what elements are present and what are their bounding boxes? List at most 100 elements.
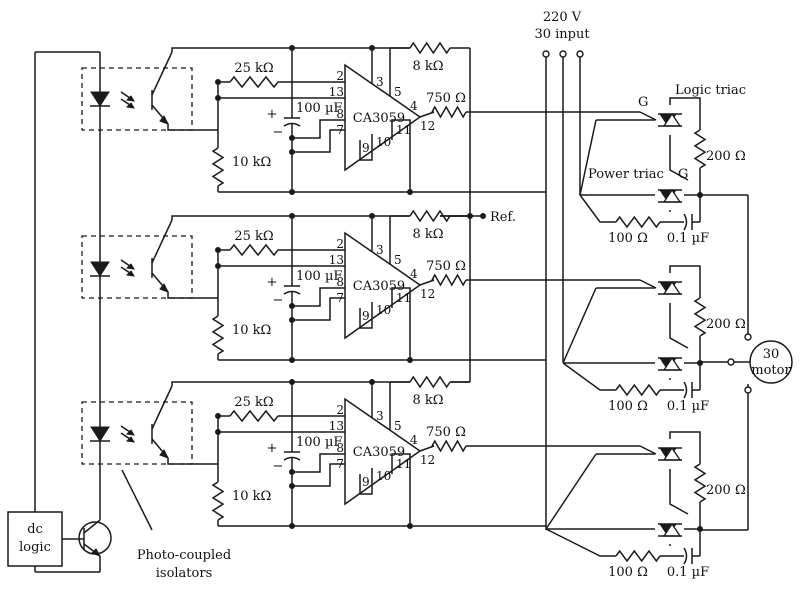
led-string <box>34 51 110 573</box>
three-phase-input: 220 V 30 input <box>534 10 590 530</box>
resistor-icon <box>693 297 707 337</box>
logic-triac-label: Logic triac <box>675 83 746 98</box>
resistor-icon <box>693 463 707 503</box>
capacitor-plate <box>283 122 301 127</box>
capacitor-polarity: − <box>273 125 284 140</box>
pin-label: 7 <box>336 457 344 471</box>
pin-label: 5 <box>394 253 402 267</box>
resistor-label: 25 kΩ <box>234 395 273 410</box>
junction-dot <box>369 379 375 385</box>
pin-label: 13 <box>329 85 344 99</box>
capacitor-label: 0.1 µF <box>667 565 709 580</box>
resistor-icon <box>431 105 467 119</box>
phototransistor-icon <box>151 51 173 125</box>
resistor-label: 8 kΩ <box>412 393 443 408</box>
opamp-icon <box>344 63 422 172</box>
reference-bus: Ref. <box>440 210 516 382</box>
junction-dot <box>289 469 295 475</box>
svg-text:Photo-coupled: Photo-coupled <box>137 548 231 563</box>
resistor-label: 200 Ω <box>706 149 746 164</box>
pin-label: 11 <box>396 291 411 305</box>
driver-transistor-icon <box>78 519 112 557</box>
pin-label: 12 <box>420 119 435 133</box>
junction-dot <box>369 213 375 219</box>
resistor-icon <box>211 481 225 521</box>
power-triac-icon <box>658 188 682 203</box>
pin-label: 12 <box>420 287 435 301</box>
pin-label: 7 <box>336 291 344 305</box>
resistor-label: 25 kΩ <box>234 61 273 76</box>
pin-label: 12 <box>420 453 435 467</box>
junction-dot <box>369 45 375 51</box>
resistor-icon <box>409 41 451 55</box>
resistor-label: 750 Ω <box>426 91 466 106</box>
junction-dot <box>289 149 295 155</box>
light-arrow-icon <box>120 259 135 277</box>
resistor-label: 200 Ω <box>706 317 746 332</box>
capacitor-label: 100 µF <box>296 269 342 284</box>
pin-label: 2 <box>336 403 344 417</box>
resistor-label: 200 Ω <box>706 483 746 498</box>
motor: 30 motor <box>700 194 793 531</box>
resistor-icon <box>431 439 467 453</box>
junction-dot <box>289 135 295 141</box>
pin-label: 8 <box>336 441 344 455</box>
pin-label: 8 <box>336 275 344 289</box>
junction-dot <box>215 95 221 101</box>
junction-dot <box>289 189 295 195</box>
resistor-label: 8 kΩ <box>412 227 443 242</box>
resistor-icon <box>409 375 451 389</box>
photo-coupler-box <box>81 401 193 465</box>
motor-icon <box>749 340 793 384</box>
capacitor-polarity: + <box>267 441 278 456</box>
pin-label: 4 <box>410 99 418 113</box>
resistor-icon <box>229 409 279 423</box>
resistor-label: 10 kΩ <box>232 489 271 504</box>
pin-label: 4 <box>410 267 418 281</box>
power-triac-label: Power triac <box>588 167 664 182</box>
pin-label: 7 <box>336 123 344 137</box>
capacitor-polarity: − <box>273 293 284 308</box>
junction-dot <box>289 303 295 309</box>
opamp-icon <box>344 231 422 340</box>
resistor-icon <box>615 215 661 229</box>
resistor-label: 25 kΩ <box>234 229 273 244</box>
resistor-icon <box>409 209 451 223</box>
power-triac-icon <box>658 522 682 537</box>
capacitor-polarity: + <box>267 107 278 122</box>
svg-text:30: 30 <box>763 347 780 362</box>
led-icon <box>90 91 110 107</box>
pin-label: 8 <box>336 107 344 121</box>
capacitor-label: 100 µF <box>296 435 342 450</box>
pin-label: 10 <box>376 303 391 317</box>
pin-label: 9 <box>362 475 370 489</box>
resistor-label: 100 Ω <box>608 231 648 246</box>
light-arrow-icon <box>120 425 135 443</box>
junction-dot <box>215 413 221 419</box>
junction-dot <box>215 429 221 435</box>
isolators-caption: Photo-coupled isolators <box>121 469 231 581</box>
resistor-label: 750 Ω <box>426 425 466 440</box>
junction-dot <box>289 379 295 385</box>
pin-label: 3 <box>376 75 384 89</box>
input-label: 30 input <box>534 27 590 42</box>
pin-label: 3 <box>376 243 384 257</box>
svg-text:isolators: isolators <box>156 566 213 581</box>
junction-dot <box>289 357 295 363</box>
capacitor-plate <box>283 456 301 461</box>
pin-label: 4 <box>410 433 418 447</box>
pin-label: 3 <box>376 409 384 423</box>
pin-label: 2 <box>336 69 344 83</box>
junction-dot <box>289 523 295 529</box>
pin-label: 10 <box>376 135 391 149</box>
capacitor-plate <box>683 213 688 231</box>
light-arrow-icon <box>120 91 135 109</box>
resistor-label: 750 Ω <box>426 259 466 274</box>
junction-dot <box>215 79 221 85</box>
pin-label: 5 <box>394 419 402 433</box>
